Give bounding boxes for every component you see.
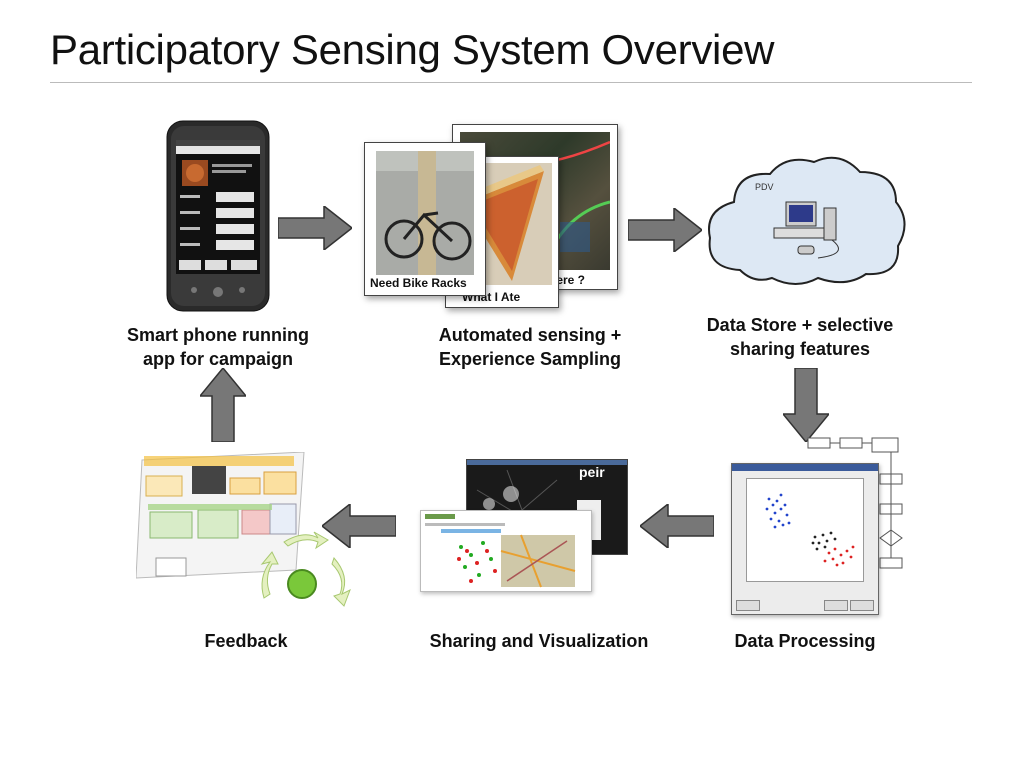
arrow-down-icon xyxy=(781,367,831,444)
arrow-right-icon xyxy=(627,206,704,254)
sensing-label: Automated sensing + Experience Sampling xyxy=(438,325,622,369)
arrow-up-icon xyxy=(198,366,248,443)
arrow-right-icon xyxy=(277,204,354,252)
phone-label: Smart phone running app for campaign xyxy=(127,325,309,369)
bike-photo-caption: Need Bike Racks xyxy=(370,276,467,290)
data-store-cloud: PDV xyxy=(700,150,912,290)
peir-logo: peir xyxy=(579,464,605,480)
arrow-left-icon xyxy=(320,502,397,550)
app-screenshot xyxy=(420,510,592,592)
scatter-plot-window xyxy=(731,463,879,615)
feedback-diagram xyxy=(135,451,308,584)
feedback-label: Feedback xyxy=(204,631,288,651)
bike-photo: Need Bike Racks xyxy=(364,142,486,296)
feedback-cycle-icon xyxy=(254,528,354,614)
cloud-pdv-text: PDV xyxy=(755,182,774,192)
title-divider xyxy=(50,82,972,83)
arrow-left-icon xyxy=(638,502,715,550)
flowchart-image xyxy=(800,434,908,604)
scatter-points xyxy=(765,493,855,567)
sharing-label: Sharing and Visualization xyxy=(429,631,649,651)
page-title: Participatory Sensing System Overview xyxy=(50,26,775,73)
processing-label: Data Processing xyxy=(734,631,876,651)
smartphone-image xyxy=(166,120,270,312)
store-label: Data Store + selective sharing features xyxy=(706,315,894,359)
